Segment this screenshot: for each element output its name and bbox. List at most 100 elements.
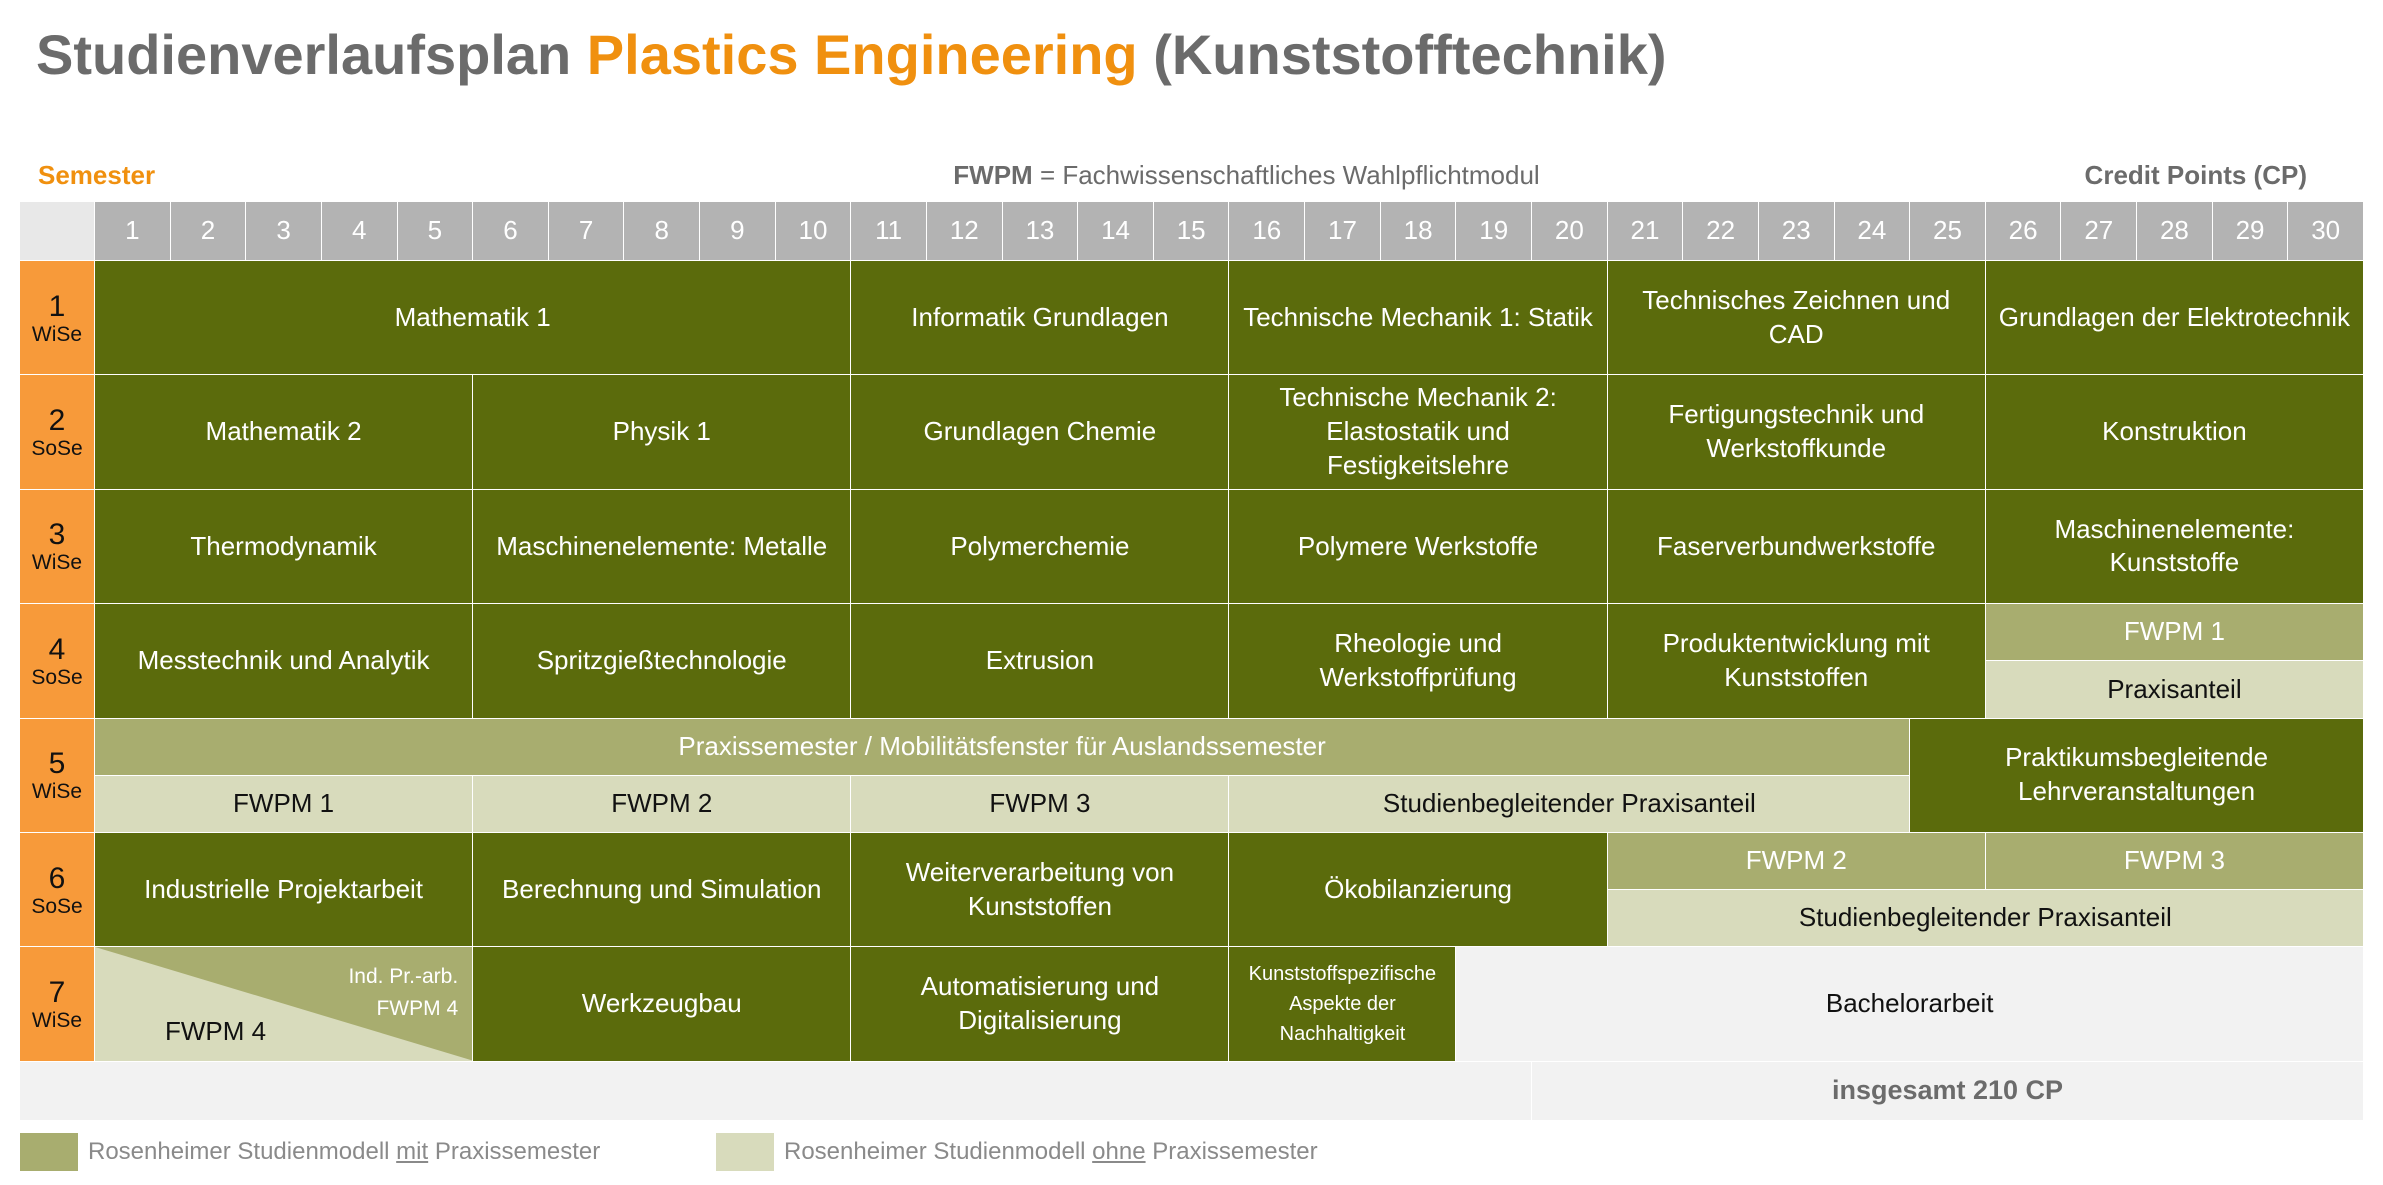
semester-term: WiSe	[31, 551, 83, 575]
module-cell: Grundlagen der Elektrotechnik	[1985, 261, 2363, 375]
module-cell: Mathematik 2	[95, 375, 473, 489]
credit-column-header: 23	[1758, 202, 1834, 260]
credit-column-header: 11	[851, 202, 926, 260]
split-lower-label: FWPM 4	[165, 1015, 267, 1046]
module-cell: Berechnung und Simulation	[473, 832, 851, 947]
total-row: insgesamt 210 CP	[1532, 1061, 2363, 1120]
semester-number: 6	[48, 861, 66, 895]
module-cell: Weiterverarbeitung von Kunststoffen	[851, 832, 1229, 947]
credit-column-header: 13	[1002, 202, 1078, 260]
practice-cell: Studienbegleitender Praxisanteil	[1229, 775, 1910, 832]
credit-column-header: 1	[95, 202, 170, 260]
practice-semester-cell: Praxissemester / Mobilitätsfenster für A…	[95, 718, 1910, 775]
credit-column-header: 28	[2137, 202, 2212, 260]
credit-column-header: 5	[397, 202, 473, 260]
legend-without-practice: Rosenheimer Studienmodell ohne Praxissem…	[716, 1133, 1318, 1171]
credit-column-header: 18	[1380, 202, 1456, 260]
credit-points-label: Credit Points (CP)	[2084, 160, 2307, 190]
split-fwpm-cell: Ind. Pr.-arb.FWPM 4 FWPM 4	[95, 947, 473, 1061]
module-cell: Physik 1	[473, 375, 851, 489]
credit-column-header: 16	[1229, 202, 1305, 260]
module-cell: Maschinenelemente: Kunststoffe	[1985, 489, 2363, 604]
title-part1: Studienverlaufsplan	[36, 23, 572, 86]
semester-number: 7	[48, 975, 66, 1009]
module-cell: Messtechnik und Analytik	[95, 604, 473, 718]
total-row-spacer	[20, 1061, 1532, 1120]
legend-text: Rosenheimer Studienmodell	[88, 1138, 390, 1165]
module-cell: Werkzeugbau	[473, 947, 851, 1061]
module-cell: Produktentwicklung mit Kunststoffen	[1607, 604, 1985, 718]
credit-column-header: 8	[624, 202, 700, 260]
fwpm-cell: FWPM 3	[1985, 832, 2363, 890]
semester-term: SoSe	[31, 665, 83, 689]
semester-label: Semester	[38, 160, 156, 190]
legend-emphasis: mit	[396, 1138, 429, 1165]
semester-number: 3	[48, 518, 66, 552]
credit-column-header: 19	[1456, 202, 1532, 260]
practice-cell: Studienbegleitender Praxisanteil	[1607, 890, 2363, 947]
fwpm-text: = Fachwissenschaftliches Wahlpflichtmodu…	[1039, 160, 1540, 190]
fwpm-cell: FWPM 1	[1985, 604, 2363, 661]
credit-column-header: 27	[2061, 202, 2137, 260]
credit-column-header: 29	[2212, 202, 2288, 260]
semester-number: 4	[48, 632, 66, 666]
page-title: Studienverlaufsplan Plastics Engineering…	[36, 22, 1667, 87]
thesis-cell: Bachelorarbeit	[1456, 947, 2363, 1061]
module-cell: Ökobilanzierung	[1229, 832, 1607, 947]
legend-swatch	[20, 1133, 78, 1171]
diagonal-split-graphic	[95, 947, 473, 1061]
module-cell: Konstruktion	[1985, 375, 2363, 489]
module-cell: Fertigungstechnik und Werkstoffkunde	[1607, 375, 1985, 489]
fwpm-cell: FWPM 2	[473, 775, 851, 832]
credit-column-header: 6	[473, 202, 548, 260]
module-cell: Automatisierung und Digitalisierung	[851, 947, 1229, 1061]
title-program: Plastics Engineering	[586, 23, 1138, 86]
module-cell: Technische Mechanik 2: Elastostatik und …	[1229, 375, 1607, 489]
credit-column-header: 30	[2288, 202, 2363, 260]
split-upper-label: Ind. Pr.-arb.FWPM 4	[348, 961, 458, 1024]
fwpm-cell: FWPM 1	[95, 775, 473, 832]
module-cell: Extrusion	[851, 604, 1229, 718]
credit-column-header: 10	[775, 202, 851, 260]
credit-column-header: 15	[1153, 202, 1229, 260]
semester-number: 5	[48, 747, 66, 781]
module-cell: Polymerchemie	[851, 489, 1229, 604]
module-cell: Technische Mechanik 1: Statik	[1229, 261, 1607, 375]
legend-text: Praxissemester	[1152, 1138, 1318, 1165]
module-cell: Rheologie und Werkstoffprüfung	[1229, 604, 1607, 718]
semester-term: WiSe	[31, 780, 83, 804]
semester-term: SoSe	[31, 437, 83, 461]
credit-column-header: 25	[1910, 202, 1985, 260]
credit-column-header: 22	[1683, 202, 1758, 260]
module-cell: Informatik Grundlagen	[851, 261, 1229, 375]
split-upper-line2: FWPM 4	[376, 996, 459, 1020]
legend-with-practice: Rosenheimer Studienmodell mit Praxisseme…	[20, 1133, 600, 1171]
module-cell: Grundlagen Chemie	[851, 375, 1229, 489]
credit-column-header: 4	[321, 202, 397, 260]
legend-text: Rosenheimer Studienmodell	[784, 1138, 1086, 1165]
practice-cell: Praxisanteil	[1985, 661, 2363, 718]
module-cell: Industrielle Projektarbeit	[95, 832, 473, 947]
module-cell: Polymere Werkstoffe	[1229, 489, 1607, 604]
legend-text: Praxissemester	[434, 1138, 601, 1165]
corner-cell	[20, 202, 94, 260]
legend-swatch	[716, 1133, 774, 1171]
module-cell: Technisches Zeichnen und CAD	[1607, 261, 1985, 375]
credit-column-header: 26	[1985, 202, 2061, 260]
module-cell: Maschinenelemente: Metalle	[473, 489, 851, 604]
credit-column-header: 20	[1532, 202, 1607, 260]
fwpm-note: FWPM = Fachwissenschaftliches Wahlpflich…	[0, 160, 2383, 191]
title-part3: (Kunststofftechnik)	[1153, 23, 1667, 86]
credit-column-header: 14	[1078, 202, 1153, 260]
semester-number: 1	[48, 289, 66, 323]
semester-number: 2	[48, 404, 66, 438]
module-cell: Mathematik 1	[95, 261, 851, 375]
fwpm-cell: FWPM 3	[851, 775, 1229, 832]
